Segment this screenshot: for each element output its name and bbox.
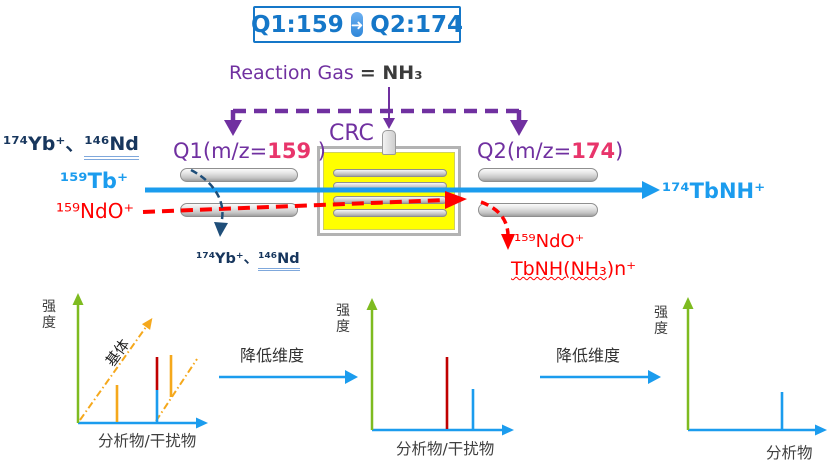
q2-mass-text: Q2:174 [370,11,464,38]
q1-label-prefix: Q1(m/z= [173,139,268,163]
matrix-label: 基体 [103,336,134,370]
chart2-y-axis-label: 强度 [336,303,350,336]
crc-cell [323,152,455,230]
input-oxide-label: ¹⁵⁹NdO⁺ [56,199,135,223]
transition-arrow-2 [540,370,661,384]
beam-arrowhead [642,181,660,199]
q2-rejected-cluster-label: TbNH(NH₃)n⁺ [511,258,636,280]
mass-transition-box: Q1:159 ➜ Q2:174 [250,6,464,43]
q1-mz-value: 159 [267,139,312,163]
q2-label-suffix: ) [615,139,624,163]
purple-down-arrow-crc [383,118,395,129]
chart3-x-axis-label: 分析物 [766,444,813,462]
q2-rejected-oxide-label: ¹⁵⁹NdO⁺ [514,231,585,252]
chart2-x-axis-label: 分析物/干扰物 [396,440,495,458]
gas-inlet-tube [382,130,396,155]
q2-label-prefix: Q2(m/z= [477,139,572,163]
q2-rod-bottom [478,203,598,217]
purple-down-arrow-q1 [224,120,242,136]
reaction-gas-value: = NH₃ [359,62,423,84]
q1-mass-text: Q1:159 [250,11,344,38]
purple-down-arrow-q2 [510,120,528,136]
crc-rod-1 [333,169,447,177]
chart1-y-axis-label: 强度 [42,299,56,332]
mini-chart-3 [682,297,827,436]
mini-chart-1 [72,293,208,429]
mini-chart-2 [366,298,514,436]
chart1-x-axis-label: 分析物/干扰物 [98,432,197,450]
input-interferents-nd: ¹⁴⁶Nd [84,133,139,160]
input-interferents-label: ¹⁷⁴Yb⁺、¹⁴⁶Nd [3,129,139,160]
q2-rejected-cluster-rest: )n⁺ [606,258,637,280]
q1-rejected-prefix: ¹⁷⁴Yb⁺、 [196,251,259,267]
transition1-label: 降低维度 [240,346,305,365]
q1-rejected-label: ¹⁷⁴Yb⁺、¹⁴⁶Nd [196,247,300,271]
right-arrow-icon: ➜ [350,12,364,37]
crc-rod-2 [333,182,447,190]
crc-label: CRC [329,121,374,146]
chart3-y-axis-label: 强度 [654,305,668,338]
transition-arrow-1 [219,370,358,384]
q2-rod-top [478,168,598,182]
red-reject-arrowhead [501,234,515,250]
q1-rejected-nd: ¹⁴⁶Nd [258,251,300,271]
crc-rod-3 [333,196,447,204]
q1-rod-bottom [180,203,298,217]
reaction-gas-dashed-line [224,87,528,136]
q2-label: Q2(m/z=174) [477,139,623,163]
reaction-gas-text: Reaction Gas [229,62,360,84]
input-analyte-label: ¹⁵⁹Tb⁺ [60,169,129,193]
q1-label: Q1(m/z=159 ) [173,139,326,163]
q1-label-suffix: ) [311,139,326,163]
q2-mz-value: 174 [571,139,616,163]
crc-rod-4 [333,209,447,217]
q1-rod-top [180,168,298,182]
mini-charts-layer [72,293,827,436]
q2-rejected-cluster-wavy: TbNH(NH₃ [511,258,607,280]
output-product-label: ¹⁷⁴TbNH⁺ [662,179,766,203]
transition2-label: 降低维度 [556,346,621,365]
navy-reject-arrowhead [214,222,228,237]
reaction-gas-label: Reaction Gas = NH₃ [229,62,423,84]
input-interferents-prefix: ¹⁷⁴Yb⁺、 [3,133,85,155]
